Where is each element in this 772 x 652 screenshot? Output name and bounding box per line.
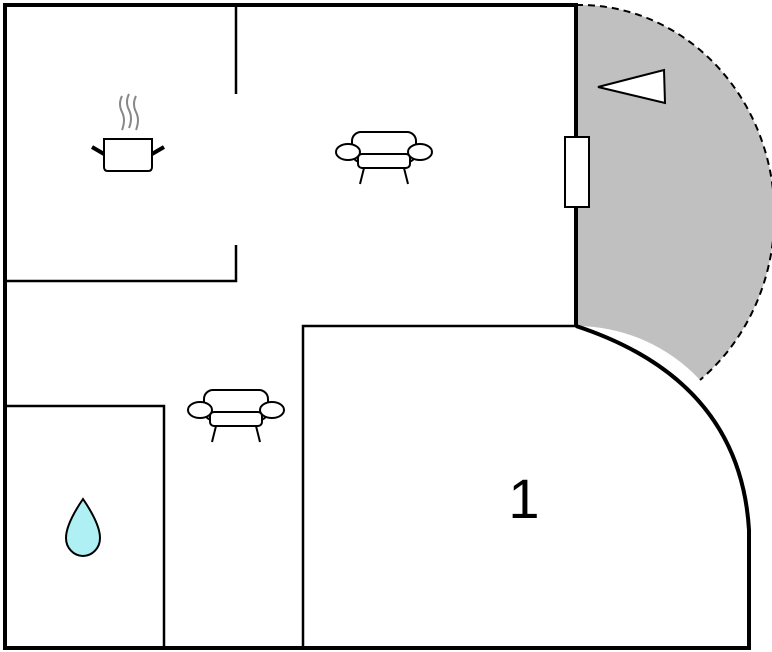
sofa-icon — [335, 131, 433, 185]
terrace-dashed-edge — [575, 3, 772, 381]
compass-arrow-icon — [597, 68, 667, 105]
room-label: 1 — [508, 467, 539, 530]
bathroom-wall — [5, 404, 166, 648]
door-icon — [564, 136, 590, 208]
kitchen-pot-icon — [90, 93, 166, 172]
outer-wall — [3, 3, 751, 650]
water-drop-icon — [64, 497, 102, 557]
kitchen-wall-lower — [5, 245, 238, 283]
terrace-area — [576, 4, 772, 380]
room-1-wall — [301, 324, 576, 648]
sofa-icon — [187, 389, 285, 443]
